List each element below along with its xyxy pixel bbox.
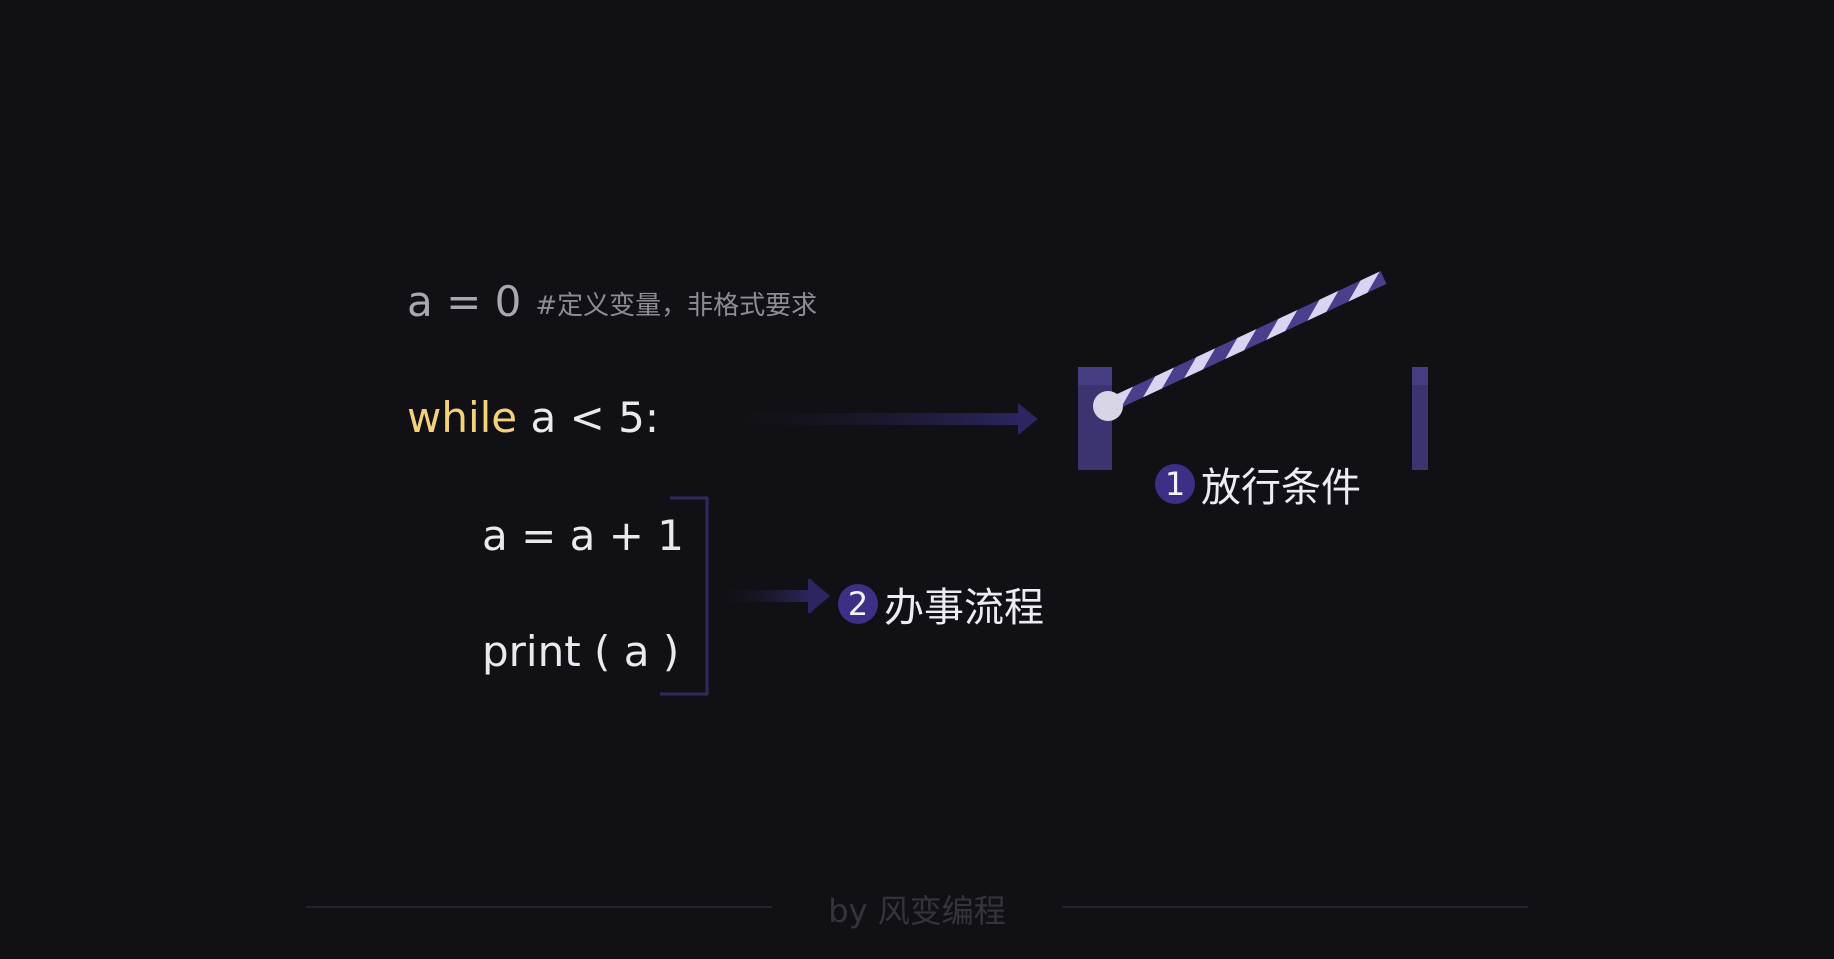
arrow-to-condition xyxy=(735,403,1038,435)
code-line-body-2: print ( a ) xyxy=(482,627,680,676)
annotation-label-1: 放行条件 xyxy=(1201,465,1361,511)
annotation-condition: 1 放行条件 xyxy=(1155,455,1361,513)
footer-credit: by 风变编程 xyxy=(828,892,1006,930)
barrier-gate-icon xyxy=(1078,271,1428,470)
arrow-to-process xyxy=(725,579,830,613)
code-line-init: a = 0#定义变量，非格式要求 xyxy=(407,281,817,323)
while-condition: a < 5: xyxy=(517,393,660,442)
annotation-process: 2 办事流程 xyxy=(838,575,1044,633)
init-code: a = 0 xyxy=(407,277,522,326)
code-line-body-1: a = a + 1 xyxy=(482,511,684,560)
init-comment: #定义变量，非格式要求 xyxy=(535,291,818,321)
loop-body-bracket xyxy=(660,496,709,696)
code-line-while: while a < 5: xyxy=(407,397,659,439)
annotation-badge-2: 2 xyxy=(838,584,878,624)
while-keyword: while xyxy=(407,393,518,442)
annotation-label-2: 办事流程 xyxy=(884,585,1044,631)
annotation-badge-1: 1 xyxy=(1155,464,1195,504)
